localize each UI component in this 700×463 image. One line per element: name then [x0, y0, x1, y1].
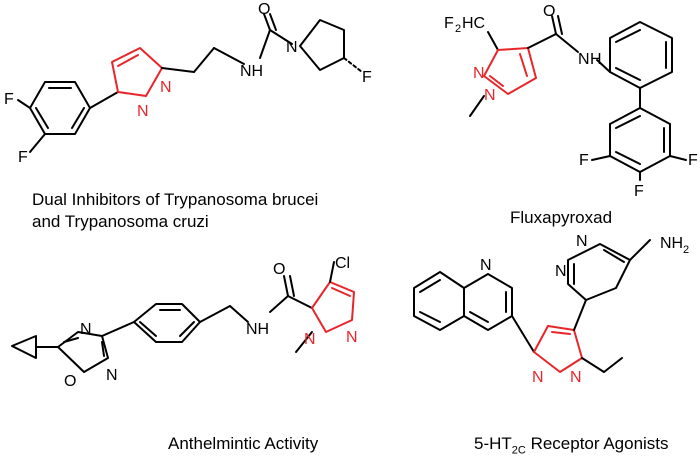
c4-amine-nh: NH: [660, 235, 683, 252]
c3-amide-nh: NH: [246, 321, 269, 338]
c3-oxadiazole-n1: N: [80, 321, 92, 338]
c3-oxadiazole-o: O: [64, 373, 76, 390]
c4-pyrazole-n1: N: [532, 369, 544, 386]
c1-fluorine-top: F: [4, 91, 14, 108]
compound-4-caption-suffix: Receptor Agonists: [525, 434, 669, 453]
c3-pyrazole-n2: N: [346, 329, 358, 346]
compound-1-caption-line2: and Trypanosoma cruzi: [32, 212, 209, 231]
c4-quinoline-n: N: [480, 257, 492, 274]
compound-1-caption-line1: Dual Inhibitors of Trypanosoma brucei: [32, 190, 319, 209]
compound-2-structure: [469, 15, 687, 181]
c4-pyrazole-n2: N: [570, 369, 582, 386]
c3-oxadiazole-n2: N: [106, 367, 118, 384]
c1-pyrrolidine-n: N: [286, 39, 298, 56]
compound-4-structure: [413, 239, 651, 373]
c1-carbonyl-o: O: [258, 1, 270, 18]
c4-pyridazine-n2: N: [576, 233, 588, 250]
c2-fluorine-right: F: [688, 152, 698, 169]
c3-chlorine: Cl: [335, 255, 350, 272]
compound-4-caption-prefix: 5-HT: [474, 434, 512, 453]
compound-1-structure: [17, 13, 363, 153]
c1-fluorine-bottom: F: [18, 149, 28, 166]
c1-pyrrolidine-f: F: [362, 69, 372, 86]
c1-amide-nh: NH: [240, 63, 263, 80]
c4-pyridazine-n1: N: [555, 263, 567, 280]
c1-pyrazole-n2: N: [160, 79, 172, 96]
compound-3-caption: Anthelmintic Activity: [168, 434, 319, 453]
c2-carbonyl-o: O: [543, 3, 555, 20]
c2-difluoromethyl-hc: HC: [462, 15, 485, 32]
compound-4-caption-subscript: 2C: [511, 444, 526, 457]
c2-amide-n: N: [578, 51, 590, 68]
c2-pyrazole-n1: N: [473, 65, 485, 82]
c3-pyrazole-n1: N: [304, 331, 316, 348]
c4-amine-sub: 2: [683, 244, 689, 256]
compound-3-structure: [11, 261, 355, 373]
c1-pyrazole-n1: N: [137, 103, 149, 120]
c2-difluoromethyl-sub: 2: [455, 23, 461, 35]
c2-fluorine-bottom: F: [634, 183, 644, 200]
c2-amide-h: H: [590, 51, 602, 68]
compound-2-caption: Fluxapyroxad: [510, 208, 613, 227]
c2-pyrazole-n2: N: [484, 87, 496, 104]
c2-difluoromethyl-f: F: [444, 15, 454, 32]
c2-fluorine-left: F: [579, 152, 589, 169]
c3-carbonyl-o: O: [273, 261, 285, 278]
compound-4-caption: 5-HT2C Receptor Agonists: [474, 434, 669, 460]
